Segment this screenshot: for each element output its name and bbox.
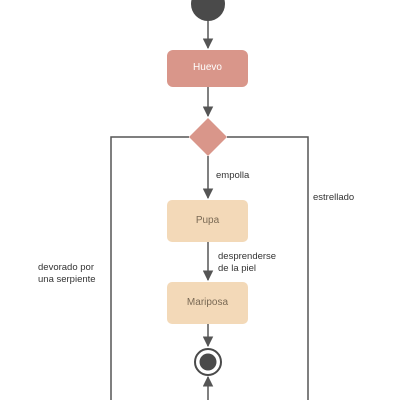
desprenderse-label-line2: de la piel: [218, 263, 257, 274]
end-node: [194, 348, 222, 376]
devorado-label-line2: una serpiente: [38, 274, 96, 285]
devorado-label-line1: devorado por: [38, 262, 94, 273]
edge-devorado: [110, 136, 189, 400]
empolla-label: empolla: [216, 170, 250, 181]
pupa-label: Pupa: [195, 215, 220, 226]
desprenderse-label-line1: desprenderse: [218, 251, 277, 262]
decision-node: [189, 118, 227, 156]
mariposa-node: [167, 282, 248, 324]
huevo-node: [167, 50, 248, 87]
estrellado-label: estrellado: [313, 192, 355, 203]
start-node: [191, 0, 225, 21]
huevo-label: Huevo: [193, 62, 222, 73]
mariposa-label: Mariposa: [186, 297, 229, 308]
pupa-node: [167, 200, 248, 242]
edge-estrellado: [227, 136, 309, 400]
